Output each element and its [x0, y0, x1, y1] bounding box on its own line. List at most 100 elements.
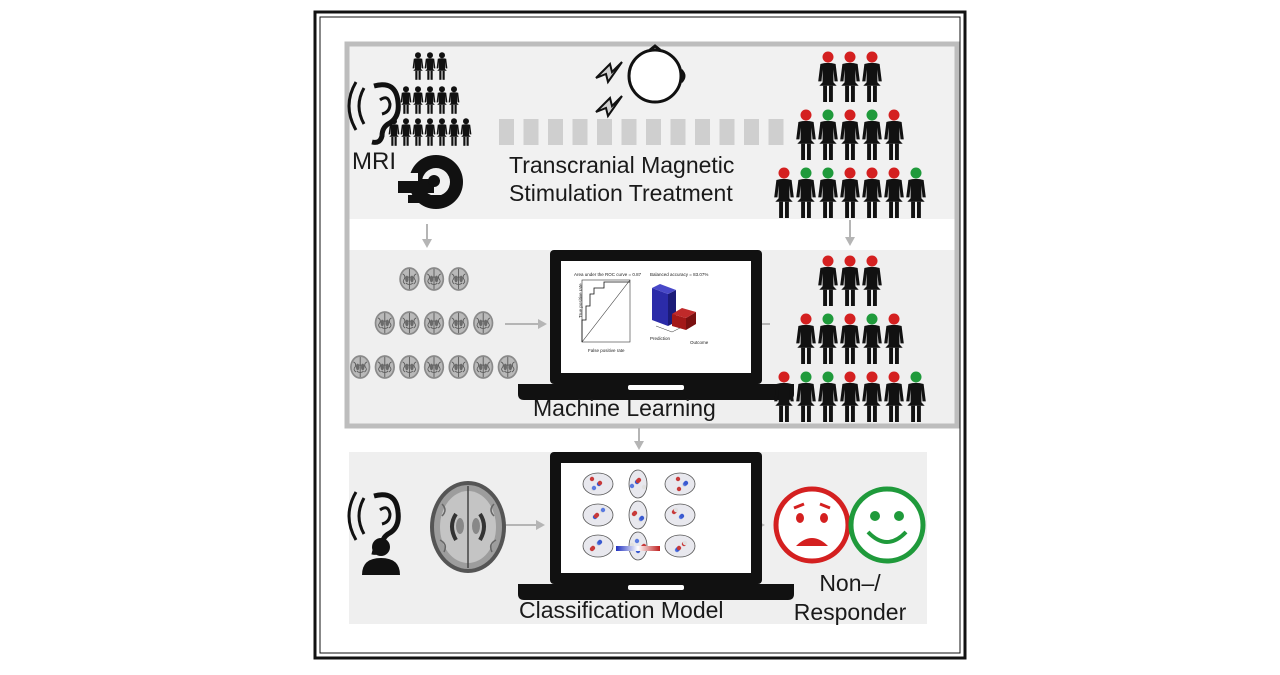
- brain-scan: [423, 266, 445, 292]
- brain-map-blob: [632, 510, 638, 516]
- svg-text:Prediction: Prediction: [650, 336, 671, 341]
- person-head: [822, 313, 834, 325]
- brain-map-blob: [590, 545, 596, 551]
- roc-chart-thumbnail: Area under the ROC curve = 0.87 False po…: [574, 272, 642, 353]
- treatment-session-mark: [768, 119, 784, 145]
- person-head: [800, 167, 812, 179]
- brain-scan: [398, 310, 420, 336]
- svg-text:Outcome: Outcome: [690, 340, 709, 345]
- svg-text:False positive rate: False positive rate: [588, 348, 625, 353]
- inner-frame: [319, 16, 961, 654]
- person-head: [888, 313, 900, 325]
- brain-map-blob: [676, 486, 682, 492]
- treatment-session-mark: [646, 119, 661, 145]
- person-head: [888, 371, 900, 383]
- mri-label: MRI: [352, 148, 396, 175]
- brain-axial-icon: [430, 481, 506, 573]
- person-head: [866, 371, 878, 383]
- brain-map-blob: [675, 476, 681, 482]
- happy-face-icon: [848, 486, 926, 564]
- person-head: [800, 371, 812, 383]
- brain-scan: [448, 354, 470, 380]
- brain-map-blob: [600, 507, 606, 513]
- person-head: [844, 371, 856, 383]
- treatment-session-mark: [719, 119, 735, 145]
- person-head: [844, 51, 856, 63]
- brain-map: [628, 469, 648, 499]
- crowd-outcome-mid: [774, 255, 926, 422]
- treatment-session-mark: [572, 119, 588, 145]
- brain-scan: [472, 310, 494, 336]
- brain-scan: [374, 310, 396, 336]
- outcome-label-line1: Non–/: [819, 570, 881, 596]
- treatment-session-mark: [744, 119, 759, 145]
- person-head: [822, 255, 834, 267]
- person-head: [888, 167, 900, 179]
- svg-text:True positive rate: True positive rate: [578, 283, 583, 318]
- brain-map-blob: [634, 538, 640, 544]
- brain-scan: [497, 354, 519, 380]
- person-head: [844, 255, 856, 267]
- treatment-session-mark: [621, 119, 637, 145]
- brain-maps-thumbnail: [582, 469, 696, 561]
- confusion-bar-thumbnail: Balanced accuracy = 83.07% Prediction Ou…: [650, 272, 709, 345]
- person-head: [866, 51, 878, 63]
- brain-scan: [423, 310, 445, 336]
- ear-sound-icon: [347, 81, 401, 145]
- person-head: [822, 167, 834, 179]
- brain-scan: [472, 354, 494, 380]
- brain-scan: [448, 266, 470, 292]
- brain-scan: [374, 354, 396, 380]
- treatment-session-mark: [548, 119, 563, 145]
- training-panel-border: [344, 41, 960, 429]
- brain-map-blob: [641, 484, 647, 490]
- brain-map-blob: [594, 512, 600, 518]
- brain-map: [664, 503, 696, 527]
- person-head: [778, 167, 790, 179]
- treatment-session-mark: [597, 119, 612, 145]
- lightning-icon: [595, 61, 623, 119]
- laptop-icon-2: [518, 452, 794, 600]
- brain-scan: [398, 266, 420, 292]
- person-head: [888, 109, 900, 121]
- colorbar: [616, 546, 660, 551]
- person-head: [822, 51, 834, 63]
- brain-map-blob: [597, 480, 603, 486]
- person-head: [844, 109, 856, 121]
- outcome-label-line2: Responder: [793, 598, 907, 625]
- outcome-label: Non–/ Responder: [775, 569, 925, 627]
- treatment-session-mark: [523, 119, 539, 145]
- person-head: [822, 371, 834, 383]
- machine-learning-label: Machine Learning: [533, 395, 716, 421]
- brain-map-blob: [629, 483, 635, 489]
- brain-map-blob: [591, 485, 597, 491]
- svg-text:Area under the ROC curve = 0.8: Area under the ROC curve = 0.87: [574, 272, 642, 277]
- treatment-session-mark: [670, 119, 686, 145]
- person-head: [800, 109, 812, 121]
- mri-scanner-icon: [398, 155, 463, 209]
- person-head: [844, 167, 856, 179]
- person-head: [844, 313, 856, 325]
- brain-map-blob: [673, 507, 679, 513]
- person-icon: [362, 538, 400, 575]
- brain-map-blob: [589, 476, 595, 482]
- treatment-session-mark: [695, 119, 710, 145]
- person-head: [866, 313, 878, 325]
- sad-face-icon: [773, 486, 851, 564]
- brain-map-blob: [597, 539, 603, 545]
- person-head: [866, 167, 878, 179]
- tms-label-line1: Transcranial Magnetic: [509, 152, 735, 178]
- brain-scan: [398, 354, 420, 380]
- person-head: [910, 371, 922, 383]
- tms-label: Transcranial Magnetic Stimulation Treatm…: [509, 151, 779, 207]
- person-head: [778, 371, 790, 383]
- crowd-outcome-top: [774, 51, 926, 218]
- classification-model-label: Classification Model: [519, 597, 724, 623]
- brain-map-blob: [636, 477, 642, 483]
- brain-map: [628, 500, 648, 530]
- brain-scan: [423, 354, 445, 380]
- person-head: [866, 109, 878, 121]
- person-head: [800, 313, 812, 325]
- brain-map: [664, 534, 696, 558]
